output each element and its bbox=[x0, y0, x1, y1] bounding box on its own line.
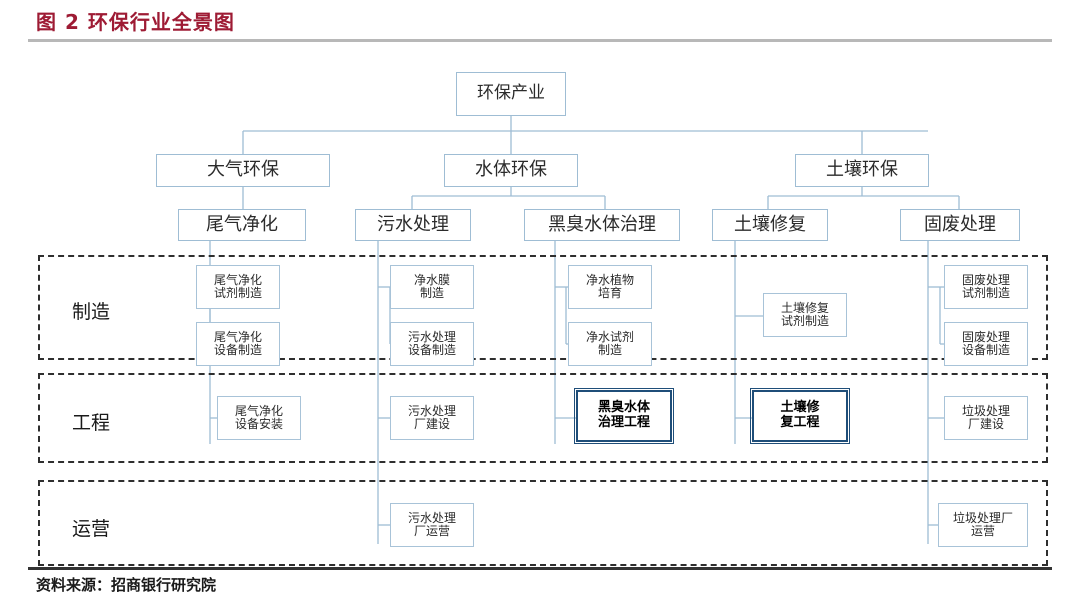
footer-divider bbox=[28, 567, 1052, 570]
node-root[interactable]: 环保产业 bbox=[456, 72, 566, 116]
band-label-manufacturing: 制造 bbox=[72, 301, 111, 323]
band-label-operations: 运营 bbox=[72, 518, 111, 540]
title-divider bbox=[28, 39, 1052, 42]
leaf-sewage-plant-construction[interactable]: 污水处理 厂建设 bbox=[390, 396, 474, 440]
leaf-exhaust-equipment-installation[interactable]: 尾气净化 设备安装 bbox=[217, 396, 301, 440]
band-operations bbox=[38, 480, 1048, 566]
leaf-waste-plant-construction[interactable]: 垃圾处理 厂建设 bbox=[944, 396, 1028, 440]
band-label-engineering: 工程 bbox=[72, 412, 111, 434]
leaf-solid-waste-equipment-manufacturing[interactable]: 固废处理 设备制造 bbox=[944, 322, 1028, 366]
node-soil-remediation[interactable]: 土壤修复 bbox=[712, 209, 828, 241]
leaf-sewage-equipment-manufacturing[interactable]: 污水处理 设备制造 bbox=[390, 322, 474, 366]
leaf-waste-plant-operation[interactable]: 垃圾处理厂 运营 bbox=[938, 503, 1028, 547]
node-water-environment[interactable]: 水体环保 bbox=[444, 154, 578, 187]
leaf-solid-waste-reagent-manufacturing[interactable]: 固废处理 试剂制造 bbox=[944, 265, 1028, 309]
band-manufacturing bbox=[38, 255, 1048, 360]
leaf-exhaust-reagent-manufacturing[interactable]: 尾气净化 试剂制造 bbox=[196, 265, 280, 309]
leaf-water-reagent-manufacturing[interactable]: 净水试剂 制造 bbox=[568, 322, 652, 366]
leaf-soil-reagent-manufacturing[interactable]: 土壤修复 试剂制造 bbox=[763, 293, 847, 337]
leaf-exhaust-equipment-manufacturing[interactable]: 尾气净化 设备制造 bbox=[196, 322, 280, 366]
leaf-black-odorous-water-project[interactable]: 黑臭水体 治理工程 bbox=[574, 388, 674, 444]
node-black-odorous-water[interactable]: 黑臭水体治理 bbox=[524, 209, 680, 241]
leaf-water-plant-cultivation[interactable]: 净水植物 培育 bbox=[568, 265, 652, 309]
node-exhaust-purification[interactable]: 尾气净化 bbox=[178, 209, 306, 241]
band-engineering bbox=[38, 373, 1048, 463]
node-air-environment[interactable]: 大气环保 bbox=[156, 154, 330, 187]
node-sewage-treatment[interactable]: 污水处理 bbox=[355, 209, 471, 241]
leaf-sewage-plant-operation[interactable]: 污水处理 厂运营 bbox=[390, 503, 474, 547]
leaf-soil-remediation-project[interactable]: 土壤修 复工程 bbox=[750, 388, 850, 444]
leaf-water-membrane-manufacturing[interactable]: 净水膜 制造 bbox=[390, 265, 474, 309]
figure-title: 图 2 环保行业全景图 bbox=[36, 10, 235, 34]
source-note: 资料来源：招商银行研究院 bbox=[36, 576, 217, 594]
diagram-canvas: 制造 工程 运营 环保产业 大气环保 水体环保 土壤环保 尾气净化 污水处理 黑… bbox=[0, 44, 1080, 566]
node-soil-environment[interactable]: 土壤环保 bbox=[795, 154, 929, 187]
node-solid-waste-treatment[interactable]: 固废处理 bbox=[900, 209, 1020, 241]
